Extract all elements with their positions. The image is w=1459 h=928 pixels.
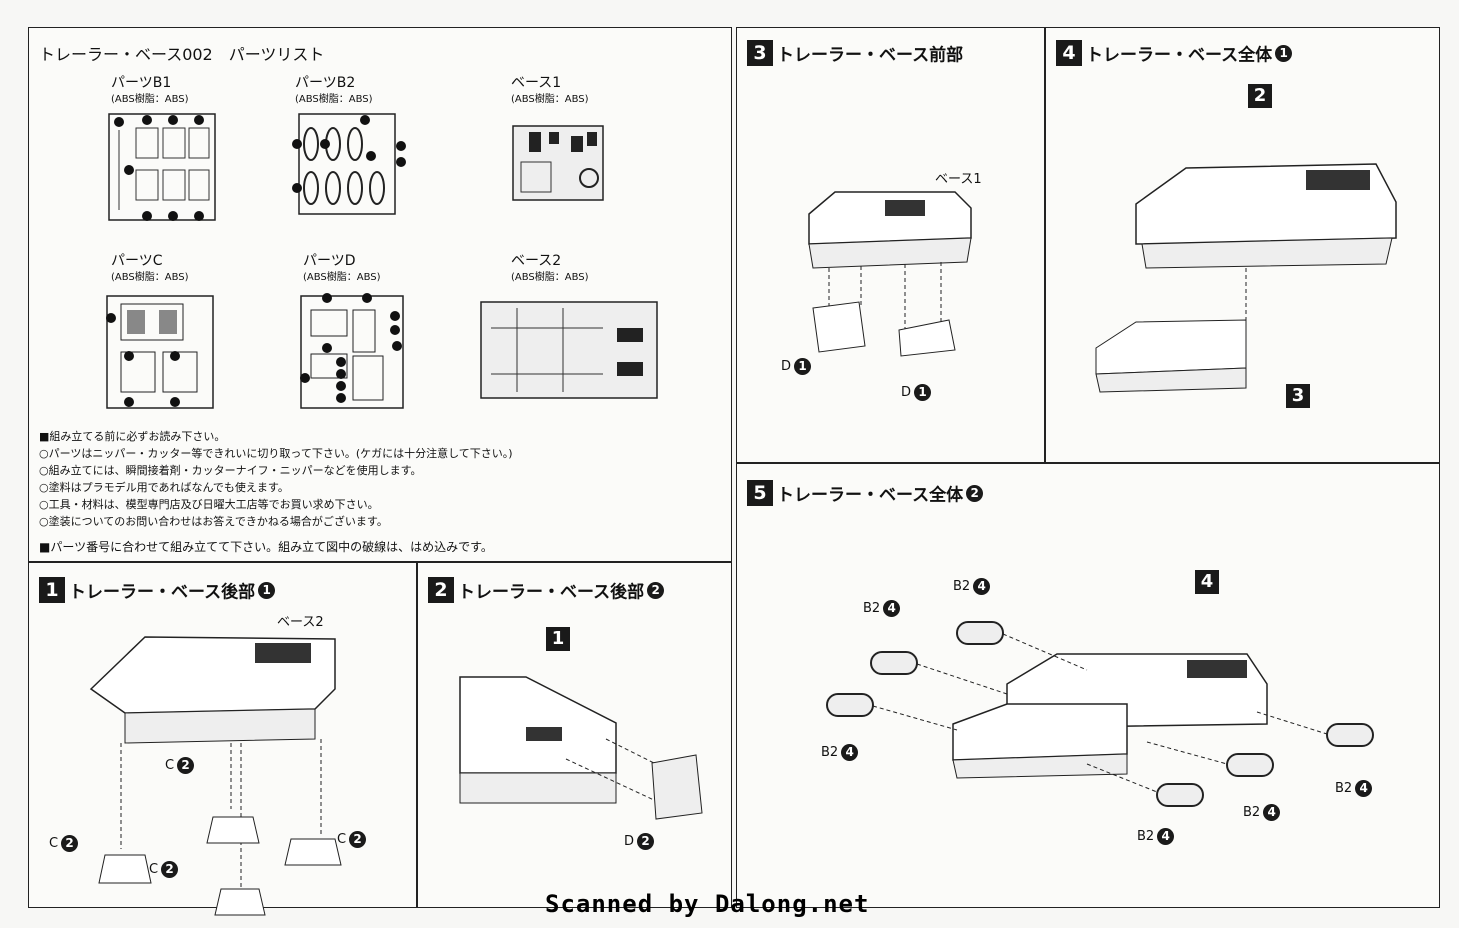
step-2-number: 2	[428, 577, 454, 603]
step-5-drawing	[826, 621, 1374, 807]
step-2-drawing	[459, 676, 703, 820]
sprue-c-drawing	[106, 295, 214, 409]
part-material-b1: (ABS樹脂：ABS)	[111, 94, 189, 105]
step-1-base-label: ベース2	[277, 615, 324, 630]
step-4-number: 4	[1056, 40, 1082, 66]
step-4-ref-top: 2	[1248, 84, 1272, 108]
step-5-sub-number: 2	[966, 484, 984, 502]
step-5-number: 5	[747, 480, 773, 506]
step-4-drawing	[1095, 163, 1397, 393]
parts-list-title: トレーラー・ベース002 パーツリスト	[39, 45, 325, 64]
step-3-base-label: ベース1	[935, 172, 982, 187]
sprue-d-drawing	[300, 293, 404, 409]
parts-list-panel: トレーラー・ベース002 パーツリスト パーツB1 (ABS樹脂：ABS) パー…	[28, 27, 732, 562]
note-1: ■組み立てる前に必ずお読み下さい。	[39, 430, 226, 443]
step-4-sub-number: 1	[1275, 44, 1293, 62]
part-name-b2: パーツB2	[295, 75, 356, 91]
part-name-b1: パーツB1	[111, 75, 172, 91]
part-material-c: (ABS樹脂：ABS)	[111, 272, 189, 283]
part-material-b2: (ABS樹脂：ABS)	[295, 94, 373, 105]
step-5-ref-label: 4	[1195, 570, 1219, 594]
step-3-drawing	[808, 191, 972, 357]
part-material-base2: (ABS樹脂：ABS)	[511, 272, 589, 283]
part-name-c: パーツC	[111, 253, 163, 269]
step-1-drawing	[89, 636, 342, 916]
step-3-number: 3	[747, 40, 773, 66]
step-4-ref-bottom: 3	[1286, 384, 1310, 408]
part-name-base1: ベース1	[511, 75, 562, 91]
note-5: ○工具・材料は、模型専門店及び日曜大工店等でお買い求め下さい。	[39, 498, 379, 511]
step-2-sub-number: 2	[647, 581, 665, 599]
note-6: ○塗装についてのお問い合わせはお答えできかねる場合がございます。	[39, 515, 388, 528]
scan-credit: Scanned by Dalong.net	[545, 890, 870, 918]
part-name-d: パーツD	[303, 253, 356, 269]
note-2: ○パーツはニッパー・カッター等できれいに切り取って下さい。(ケガには十分注意して…	[39, 447, 513, 460]
note-7: ■パーツ番号に合わせて組み立てて下さい。組み立て図中の破線は、はめ込みです。	[39, 540, 493, 554]
sprue-base2-drawing	[480, 301, 658, 399]
note-3: ○組み立てには、瞬間接着剤・カッターナイフ・ニッパーなどを使用します。	[39, 464, 422, 477]
part-material-d: (ABS樹脂：ABS)	[303, 272, 381, 283]
step-2-ref-label: 1	[546, 627, 570, 651]
part-name-base2: ベース2	[511, 253, 562, 269]
part-material-base1: (ABS樹脂：ABS)	[511, 94, 589, 105]
sprue-b2-drawing	[292, 113, 406, 215]
sprue-b1-drawing	[108, 113, 216, 221]
note-4: ○塗料はプラモデル用であればなんでも使えます。	[39, 481, 289, 494]
sprue-base1-drawing	[512, 125, 604, 201]
step-1-sub-number: 1	[258, 581, 276, 599]
step-1-number: 1	[39, 577, 65, 603]
